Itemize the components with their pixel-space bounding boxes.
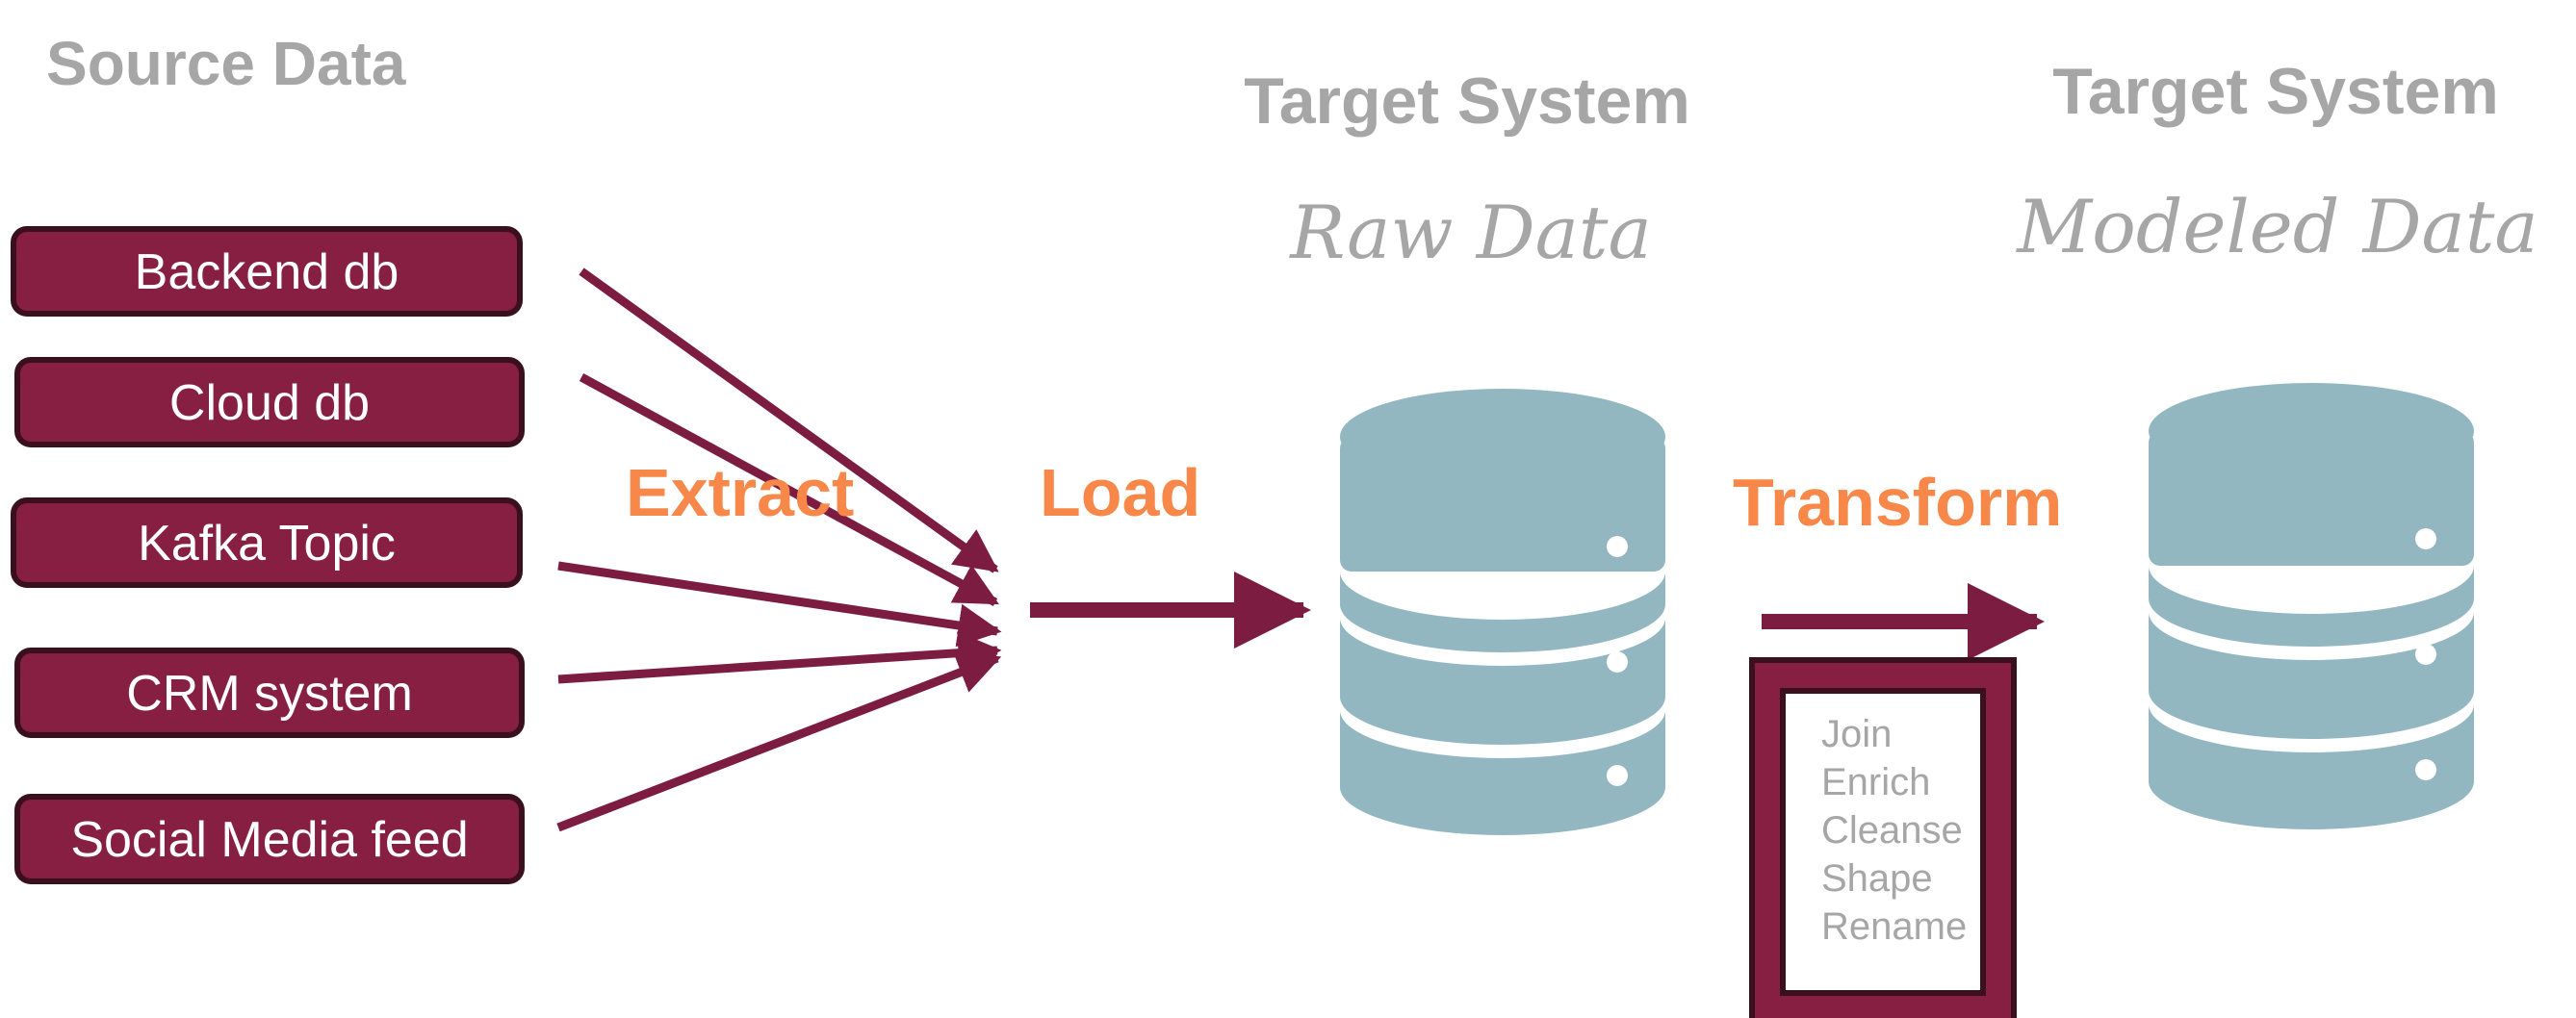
source-label: Cloud db <box>169 375 370 431</box>
extract-arrow <box>556 651 1002 832</box>
source-label: CRM system <box>126 666 413 722</box>
target-system-modeled-heading: Target System <box>2052 55 2499 128</box>
transform-step: Rename <box>1821 905 1967 948</box>
database-icon <box>2149 383 2474 829</box>
source-label: Kafka Topic <box>138 516 396 572</box>
source-label: Social Media feed <box>70 812 468 868</box>
transform-label: Transform <box>1733 465 2062 540</box>
transform-steps-box: Join Enrich Cleanse Shape Rename <box>1749 657 2017 1018</box>
source-list: Backend db Cloud db Kafka Topic CRM syst… <box>11 226 525 884</box>
extract-arrow <box>557 561 1002 648</box>
load-label: Load <box>1040 455 1200 530</box>
transform-step: Shape <box>1821 857 1933 900</box>
extract-arrow <box>579 373 999 606</box>
modeled-data-subheading: Modeled Data <box>2015 184 2537 269</box>
source-label: Backend db <box>135 244 399 300</box>
target-system-raw-heading: Target System <box>1244 64 1690 138</box>
extract-label: Extract <box>626 455 854 530</box>
source-box-cloud-db: Cloud db <box>14 357 525 447</box>
source-box-crm-system: CRM system <box>14 648 525 738</box>
extract-arrow <box>579 267 999 573</box>
source-data-heading: Source Data <box>46 29 406 98</box>
database-icon <box>1340 389 1665 835</box>
transform-step: Join <box>1821 713 1892 755</box>
extract-arrow <box>557 631 1002 684</box>
raw-data-subheading: Raw Data <box>1288 190 1652 275</box>
transform-step: Cleanse <box>1821 809 1963 852</box>
source-box-kafka-topic: Kafka Topic <box>11 497 523 588</box>
source-box-backend-db: Backend db <box>11 226 523 317</box>
transform-step: Enrich <box>1821 761 1930 803</box>
source-box-social-media-feed: Social Media feed <box>14 794 525 884</box>
extract-arrows <box>556 267 1002 832</box>
